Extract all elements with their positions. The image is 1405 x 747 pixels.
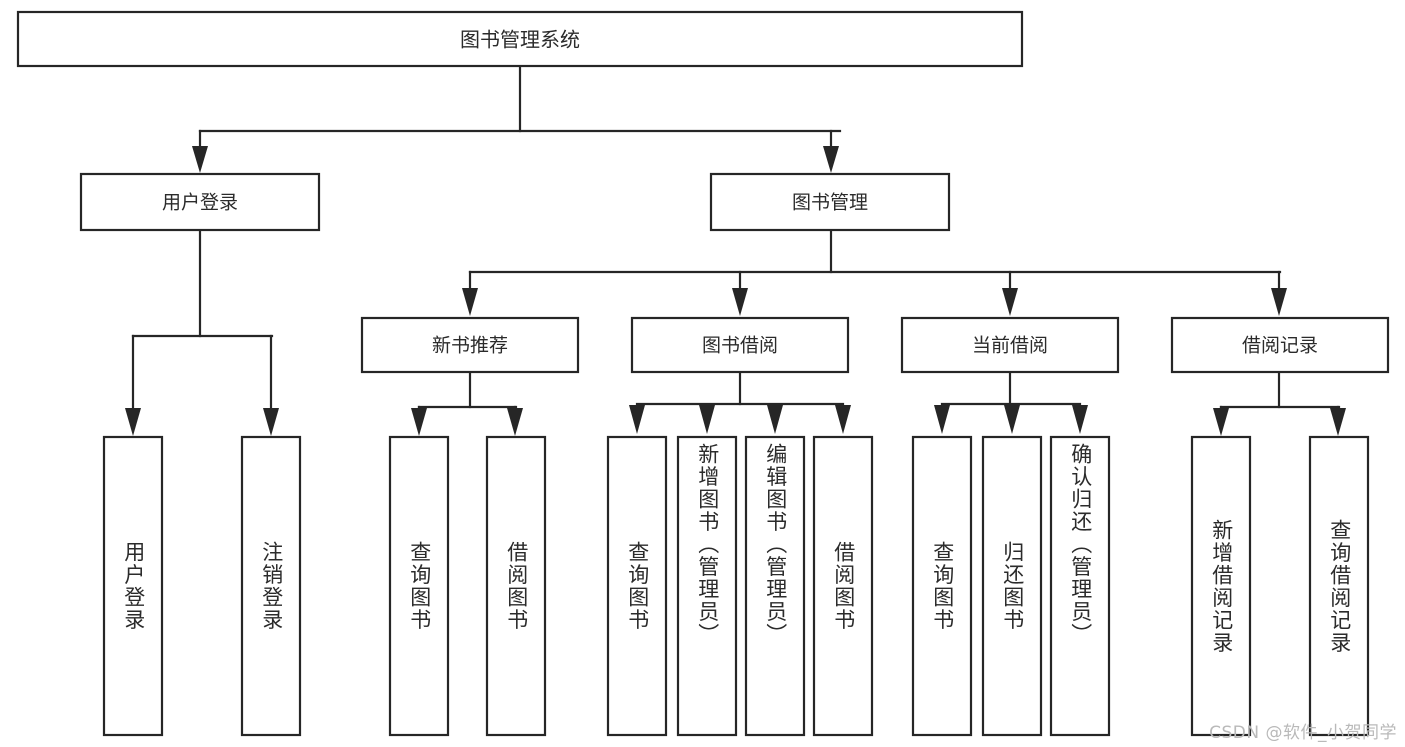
leaf-box-confirm-return[interactable] bbox=[1049, 435, 1111, 737]
arrow-head-icon bbox=[192, 146, 208, 173]
connector-bookmanage-to-level3 bbox=[462, 228, 1287, 316]
node-book-borrow[interactable]: 图书借阅 bbox=[630, 316, 850, 374]
node-book-manage-label: 图书管理 bbox=[792, 192, 868, 214]
node-borrow-record[interactable]: 借阅记录 bbox=[1170, 316, 1390, 374]
connector-bookborrow-to-leaves bbox=[629, 370, 851, 434]
arrow-head-icon bbox=[835, 405, 851, 434]
node-user-login[interactable]: 用户登录 bbox=[79, 172, 321, 232]
arrow-head-icon bbox=[462, 288, 478, 316]
leaf-box-borrow-book-1[interactable] bbox=[485, 435, 547, 737]
leaf-box-user-logout[interactable] bbox=[240, 435, 302, 737]
node-user-login-label: 用户登录 bbox=[162, 192, 238, 214]
leaf-box-query-record[interactable] bbox=[1308, 435, 1370, 737]
node-borrow-record-label: 借阅记录 bbox=[1242, 335, 1318, 357]
node-new-book-rec[interactable]: 新书推荐 bbox=[360, 316, 580, 374]
arrow-head-icon bbox=[1330, 408, 1346, 436]
node-borrow-record-box[interactable] bbox=[1170, 316, 1390, 374]
connector-newbook-to-leaves bbox=[411, 370, 523, 436]
arrow-head-icon bbox=[767, 405, 783, 434]
arrow-head-icon bbox=[263, 408, 279, 436]
arrow-head-icon bbox=[699, 405, 715, 434]
connector-currentborrow-to-leaves bbox=[934, 370, 1088, 434]
leaf-box-query-book-1[interactable] bbox=[388, 435, 450, 737]
node-root-label: 图书管理系统 bbox=[460, 28, 580, 52]
arrow-head-icon bbox=[1072, 405, 1088, 434]
leaf-box-query-book-2[interactable] bbox=[606, 435, 668, 737]
arrow-head-icon bbox=[1004, 405, 1020, 434]
node-book-borrow-label: 图书借阅 bbox=[702, 335, 778, 357]
node-new-book-rec-label: 新书推荐 bbox=[432, 335, 508, 357]
arrow-head-icon bbox=[732, 288, 748, 316]
leaf-box-user-login[interactable] bbox=[102, 435, 164, 737]
node-new-book-rec-box[interactable] bbox=[360, 316, 580, 374]
node-book-borrow-box[interactable] bbox=[630, 316, 850, 374]
leaf-box-borrow-book-2[interactable] bbox=[812, 435, 874, 737]
arrow-head-icon bbox=[1213, 408, 1229, 436]
node-current-borrow[interactable]: 当前借阅 bbox=[900, 316, 1120, 374]
connector-userlogin-to-leaves bbox=[125, 228, 279, 436]
leaf-box-return-book[interactable] bbox=[981, 435, 1043, 737]
arrow-head-icon bbox=[125, 408, 141, 436]
arrow-head-icon bbox=[1002, 288, 1018, 316]
node-current-borrow-label: 当前借阅 bbox=[972, 335, 1048, 357]
connector-borrowrecord-to-leaves bbox=[1213, 370, 1346, 436]
node-current-borrow-box[interactable] bbox=[900, 316, 1120, 374]
arrow-head-icon bbox=[934, 405, 950, 434]
node-book-manage-box[interactable] bbox=[709, 172, 951, 232]
arrow-head-icon bbox=[629, 405, 645, 434]
arrow-head-icon bbox=[411, 408, 427, 436]
csdn-watermark: CSDN @软件_小贺同学 bbox=[1209, 723, 1397, 743]
leaf-box-add-book[interactable] bbox=[676, 435, 738, 737]
arrow-head-icon bbox=[1271, 288, 1287, 316]
arrow-head-icon bbox=[507, 408, 523, 436]
arrow-head-icon bbox=[823, 146, 839, 173]
node-user-login-box[interactable] bbox=[79, 172, 321, 232]
node-book-manage[interactable]: 图书管理 bbox=[709, 172, 951, 232]
leaf-box-edit-book[interactable] bbox=[744, 435, 806, 737]
node-root-box[interactable] bbox=[16, 10, 1024, 68]
node-root[interactable]: 图书管理系统 bbox=[16, 10, 1024, 68]
connector-root-to-level2 bbox=[192, 64, 842, 173]
leaf-box-query-book-3[interactable] bbox=[911, 435, 973, 737]
leaf-box-add-record[interactable] bbox=[1190, 435, 1252, 737]
